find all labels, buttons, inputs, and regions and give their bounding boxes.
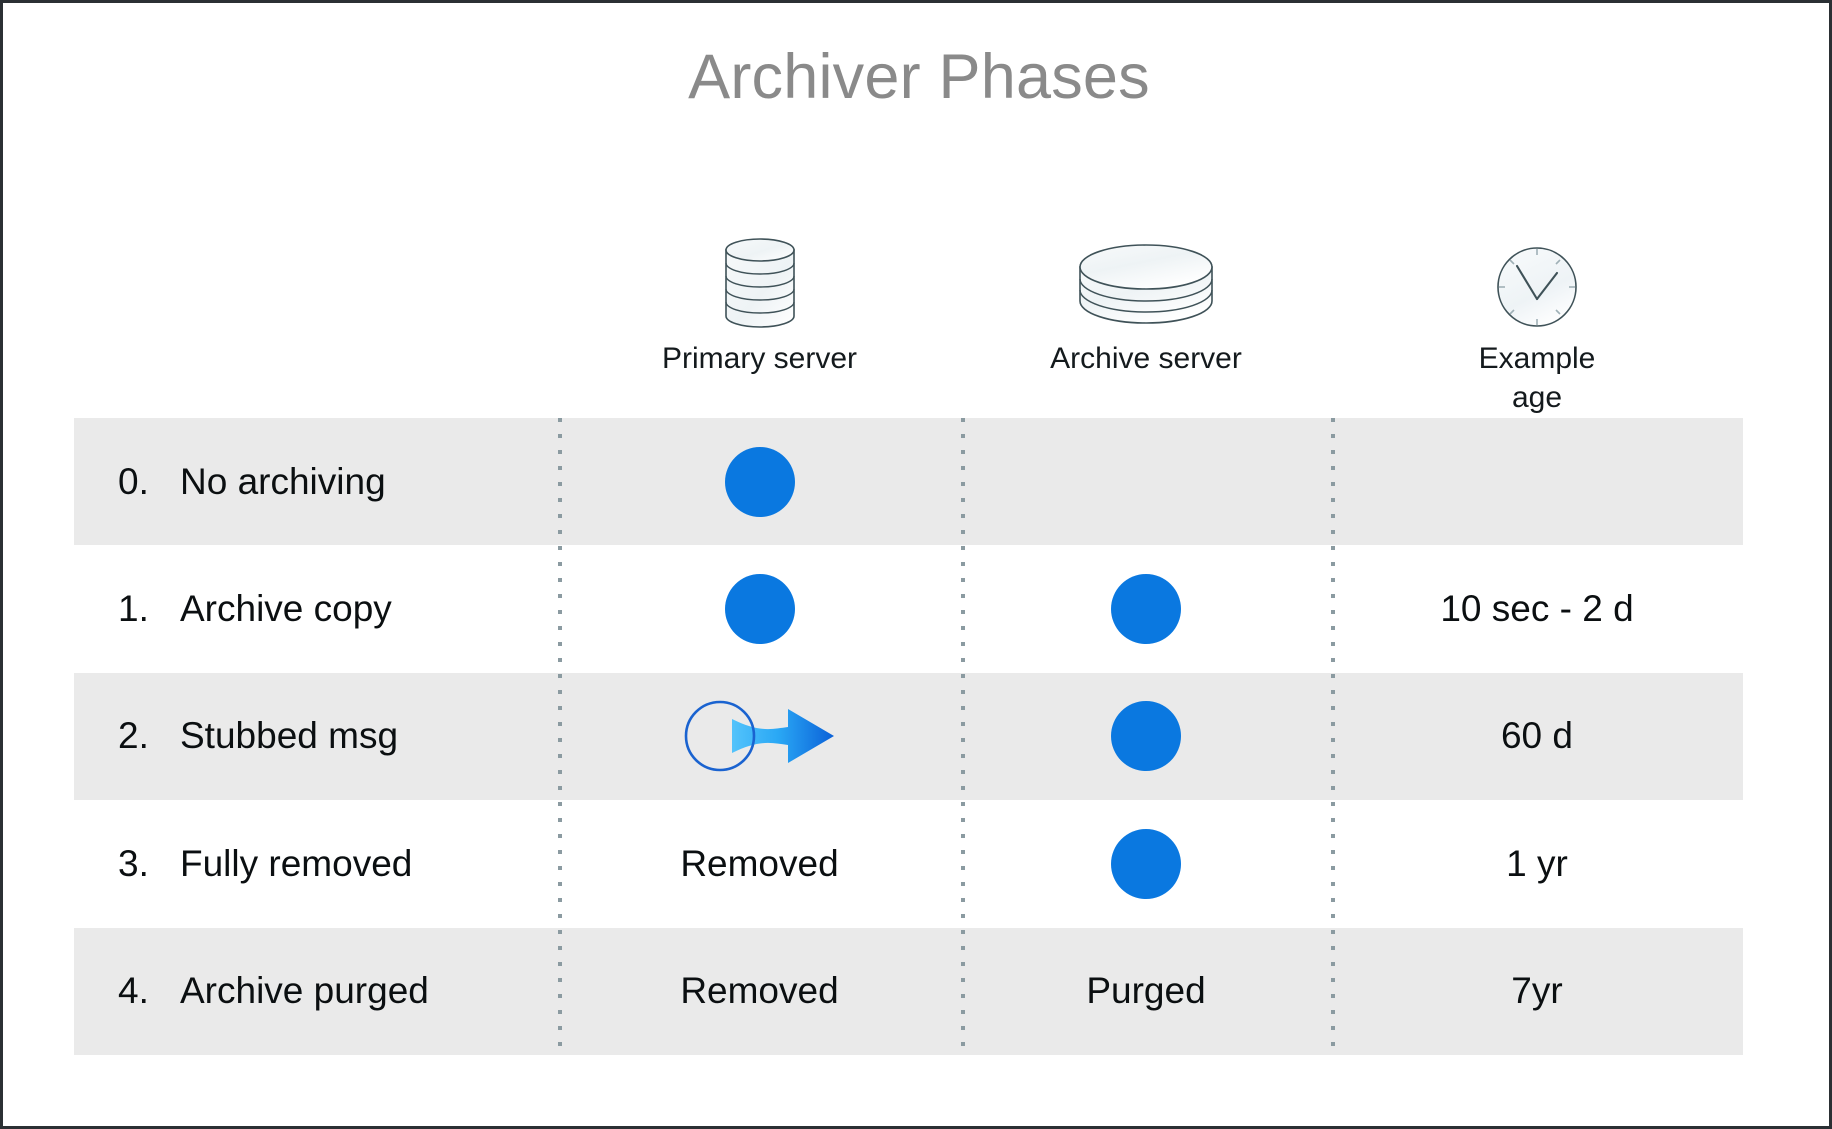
message-present-dot-icon	[1111, 828, 1181, 899]
phase-number: 4.	[118, 970, 149, 1012]
cell-text: Purged	[1086, 970, 1206, 1012]
disk-stack-icon	[961, 228, 1331, 333]
example-age-cell: 60 d	[1500, 715, 1573, 757]
table-row[interactable]: 4. Archive purged Removed Purged 7yr	[74, 927, 1743, 1055]
phase-name: No archiving	[180, 460, 386, 502]
phase-label-cell: 1. Archive copy	[74, 588, 558, 630]
primary-server-cell	[558, 697, 961, 775]
phase-number: 2.	[118, 715, 149, 757]
phase-number: 1.	[118, 588, 149, 630]
stubbed-message-arrow-icon	[680, 697, 840, 775]
primary-server-cell	[558, 446, 961, 517]
column-header-label: Archive server	[1050, 342, 1242, 375]
column-header-label-line2: age	[1511, 381, 1563, 414]
table-row[interactable]: 0. No archiving	[74, 418, 1743, 546]
phase-name: Stubbed msg	[180, 715, 399, 757]
phase-label-cell: 4. Archive purged	[74, 970, 558, 1012]
phase-label-cell: 0. No archiving	[74, 461, 558, 503]
phases-table: 0. No archiving 1. Archive copy 10 sec - 2 d…	[74, 418, 1743, 1055]
column-separator	[558, 418, 562, 1055]
column-header-primary-server: Primary server	[558, 228, 961, 378]
example-age-cell: 7yr	[1511, 970, 1563, 1012]
column-separator	[1331, 418, 1335, 1055]
column-separator	[961, 418, 965, 1055]
column-header-archive-server: Archive server	[961, 228, 1331, 378]
column-header-label-line1: Example	[1478, 342, 1596, 375]
table-row[interactable]: 2. Stubbed msg 60 d	[74, 672, 1743, 801]
message-present-dot-icon	[724, 446, 795, 517]
example-age-cell: 10 sec - 2 d	[1440, 588, 1634, 630]
example-age-cell: 1 yr	[1506, 842, 1568, 884]
primary-server-cell	[558, 574, 961, 645]
message-present-dot-icon	[724, 574, 795, 645]
column-header-label: Primary server	[661, 342, 857, 375]
primary-server-cell: Removed	[558, 970, 961, 1012]
table-row[interactable]: 1. Archive copy 10 sec - 2 d	[74, 545, 1743, 672]
archive-server-cell: Purged	[961, 970, 1331, 1012]
archive-server-cell	[961, 701, 1331, 772]
primary-server-cell: Removed	[558, 843, 961, 885]
cell-text: Removed	[680, 842, 839, 884]
table-row[interactable]: 3. Fully removed Removed 1 yr	[74, 800, 1743, 927]
phase-name: Fully removed	[180, 842, 413, 884]
message-present-dot-icon	[1111, 701, 1181, 772]
phase-number: 0.	[118, 460, 149, 502]
phase-name: Archive copy	[180, 588, 392, 630]
archive-server-cell	[961, 828, 1331, 899]
phase-name: Archive purged	[180, 970, 429, 1012]
archive-server-cell	[961, 574, 1331, 645]
phase-label-cell: 2. Stubbed msg	[74, 715, 558, 757]
column-header-example-age: Example age	[1331, 228, 1743, 417]
page-title: Archiver Phases	[688, 42, 1150, 112]
cell-text: Removed	[680, 970, 839, 1012]
phase-number: 3.	[118, 842, 149, 884]
message-present-dot-icon	[1111, 574, 1181, 645]
clock-icon	[1331, 228, 1743, 333]
database-cylinder-icon	[558, 228, 961, 333]
phase-label-cell: 3. Fully removed	[74, 843, 558, 885]
